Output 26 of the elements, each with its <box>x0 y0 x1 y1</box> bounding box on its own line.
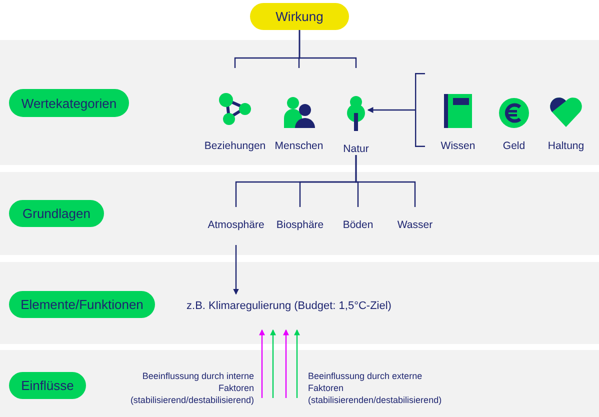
category-pill: Wertekategorien <box>9 89 129 117</box>
arrow <box>367 107 416 113</box>
category-label: Menschen <box>274 140 324 152</box>
foundation-label: Biosphäre <box>276 219 324 231</box>
category-label: Geld <box>502 140 526 152</box>
influence-note: Beeinflussung durch interne Faktoren (stabilisierend/destabilisierend) <box>129 370 254 406</box>
category-pill: Elemente/Funktionen <box>9 291 155 318</box>
foundation-label: Atmosphäre <box>208 219 264 231</box>
category-label: Natur <box>343 143 369 155</box>
function-text: z.B. Klimaregulierung (Budget: 1,5°C-Ziel) <box>186 300 392 312</box>
category-label: Beziehungen <box>204 140 266 152</box>
arrow <box>283 329 289 398</box>
connector-line <box>355 155 416 207</box>
arrow <box>233 245 239 295</box>
foundation-label: Wasser <box>397 219 433 231</box>
category-pill: Einflüsse <box>9 372 86 399</box>
category-label: Haltung <box>548 140 584 152</box>
heading-pill: Wirkung <box>250 3 349 30</box>
arrow <box>270 329 276 398</box>
connector-line <box>298 30 357 68</box>
category-pill: Grundlagen <box>9 200 104 227</box>
arrow <box>294 329 300 398</box>
arrow <box>259 329 265 398</box>
influence-note: Beeinflussung durch externe Faktoren (stabilisierenden/destabilisierend) <box>308 370 443 406</box>
category-label: Wissen <box>440 140 476 152</box>
foundation-label: Böden <box>342 219 374 231</box>
